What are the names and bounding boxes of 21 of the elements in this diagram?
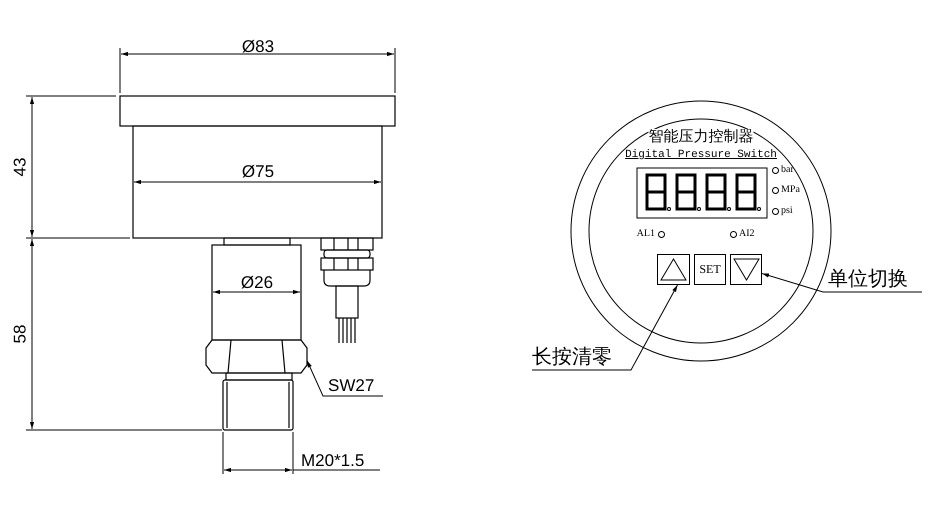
leader-line bbox=[532, 284, 678, 370]
dimension-text: 43 bbox=[12, 158, 28, 176]
callout-text: 单位切换 bbox=[828, 267, 922, 291]
callout-text: 长按清零 bbox=[532, 345, 626, 369]
title-text: 智能压力控制器 bbox=[648, 129, 754, 144]
dimension-text: M20*1.5 bbox=[301, 452, 364, 469]
indicator-label: psi bbox=[781, 206, 793, 216]
dimension-text: Ø75 bbox=[242, 163, 274, 180]
indicator-label: bar bbox=[781, 165, 794, 175]
indicator-label: AI2 bbox=[739, 229, 755, 239]
leader-line bbox=[306, 360, 384, 396]
leader-line bbox=[762, 273, 922, 292]
dimension-text: Ø26 bbox=[240, 274, 274, 291]
set-button: SET bbox=[694, 254, 726, 285]
dimension-text: Ø83 bbox=[242, 38, 274, 55]
hex-nut bbox=[206, 340, 307, 373]
dimension-text: 58 bbox=[12, 324, 28, 344]
subtitle-text: Digital Pressure Switch bbox=[625, 150, 777, 161]
indicator-label: AL1 bbox=[636, 229, 655, 239]
indicator-label: MPa bbox=[781, 185, 800, 195]
callout-text: SW27 bbox=[328, 376, 383, 395]
